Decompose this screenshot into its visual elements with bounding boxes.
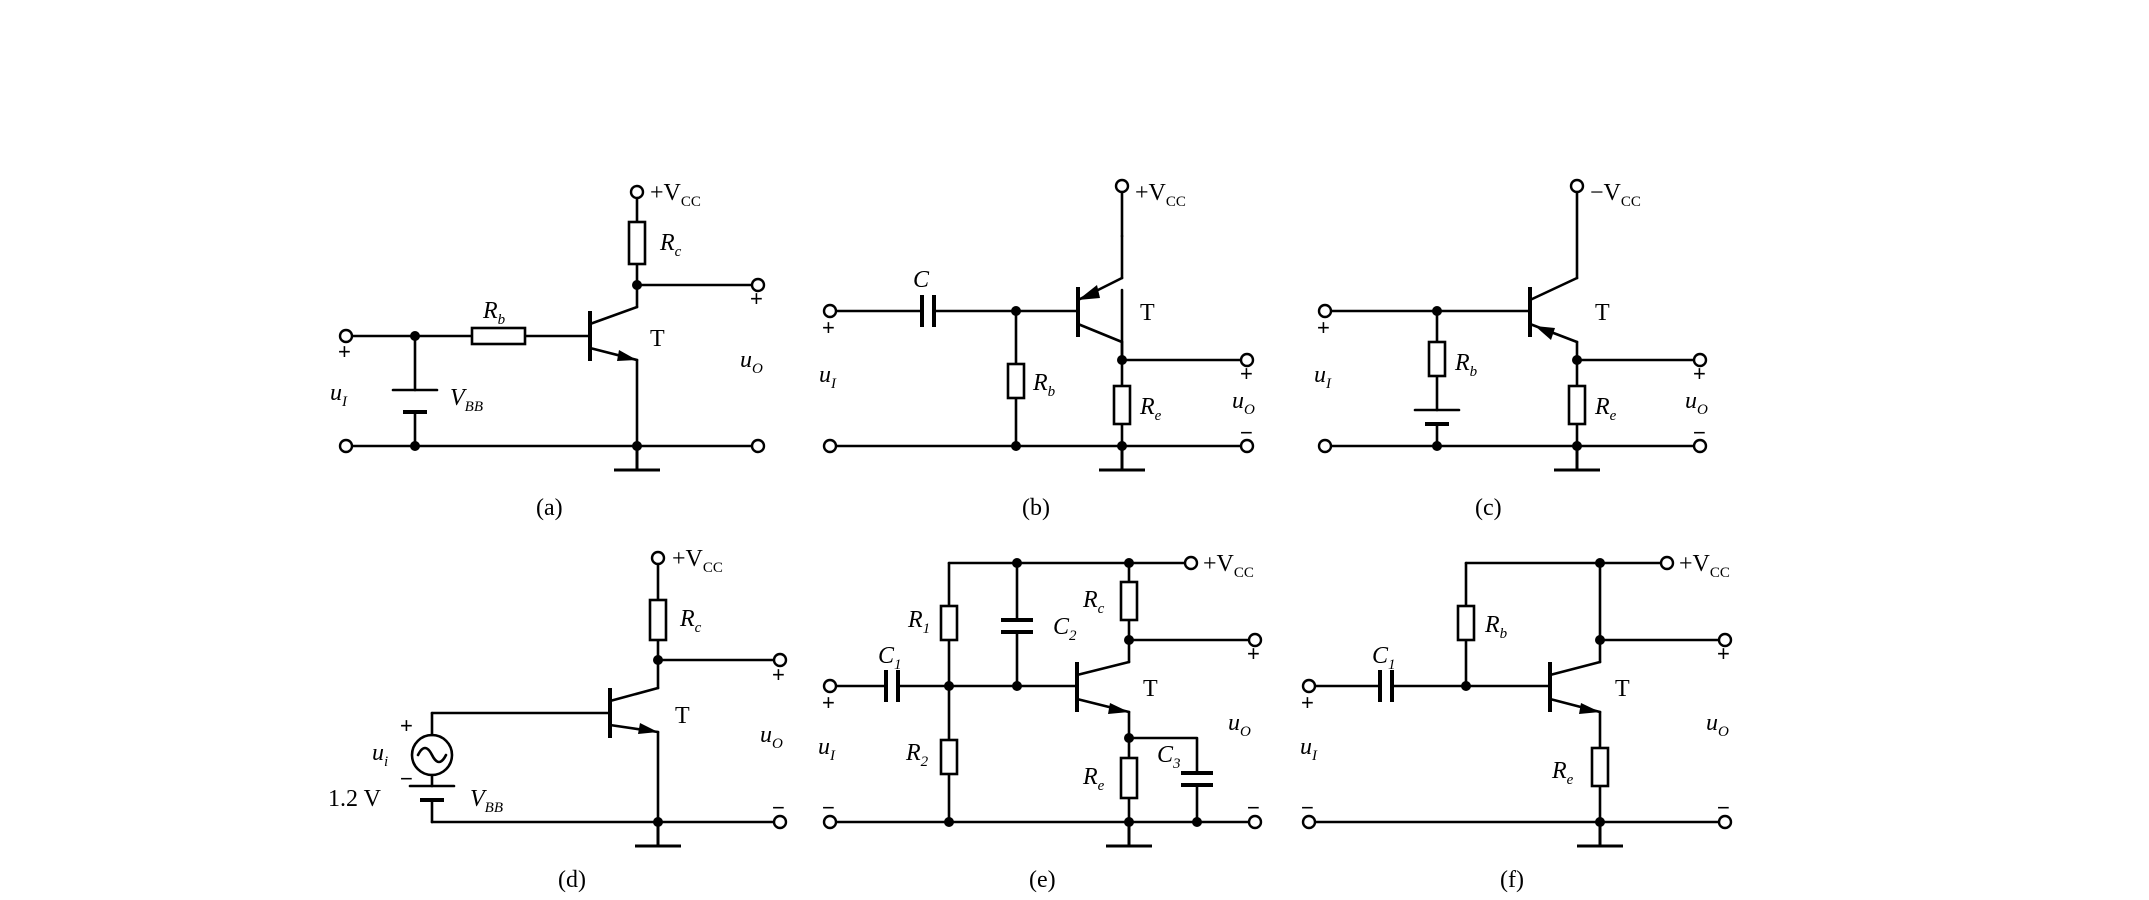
e-plus-in: + [822, 690, 835, 715]
e-uo-label: uO [1228, 710, 1251, 740]
f-transistor-label: T [1615, 676, 1630, 702]
a-ui-label: uI [330, 380, 348, 410]
f-vcc-label: +VCC [1679, 551, 1730, 581]
d-ui-label: ui [372, 740, 388, 770]
circuit-a: +VCC Rc Rb T VBB uI uO + + (a) [330, 180, 766, 521]
b-uo-label: uO [1232, 388, 1255, 418]
b-caption: (b) [1022, 495, 1050, 521]
b-minus-out: − [1240, 420, 1253, 445]
b-c-label: C [913, 267, 930, 293]
e-minus-in: − [822, 795, 835, 820]
b-vcc-label: +VCC [1135, 180, 1186, 210]
f-uo-label: uO [1706, 710, 1729, 740]
circuit-c: −VCC T Rb Re uI uO + + − (c) [1314, 178, 1708, 521]
c-re-label: Re [1594, 394, 1617, 424]
d-rc-label: Rc [679, 606, 702, 636]
a-plus-in: + [338, 339, 351, 364]
f-rb-label: Rb [1484, 612, 1508, 642]
f-plus-out: + [1717, 641, 1730, 666]
b-rb-label: Rb [1032, 370, 1056, 400]
circuit-e: +VCC Rc R1 C2 C1 T R2 C3 Re uI uO + − + … [818, 551, 1263, 893]
e-vcc-label: +VCC [1203, 551, 1254, 581]
a-rc-label: Rc [659, 230, 682, 260]
e-c1-label: C1 [878, 643, 902, 673]
f-c1-label: C1 [1372, 643, 1396, 673]
e-caption: (e) [1029, 867, 1056, 893]
c-caption: (c) [1475, 495, 1502, 521]
b-plus-in: + [822, 315, 835, 340]
a-rb-label: Rb [482, 298, 506, 328]
f-minus-out: − [1717, 795, 1730, 820]
c-plus-out: + [1693, 361, 1706, 386]
b-ui-label: uI [819, 362, 837, 392]
a-caption: (a) [536, 495, 563, 521]
c-plus-in: + [1317, 315, 1330, 340]
b-plus-out: + [1240, 361, 1253, 386]
a-vcc-label: +VCC [650, 180, 701, 210]
c-uo-label: uO [1685, 388, 1708, 418]
e-minus-out: − [1247, 795, 1260, 820]
d-minus-out: − [772, 795, 785, 820]
c-ui-label: uI [1314, 362, 1332, 392]
d-minus-src: − [400, 766, 413, 791]
c-rb-label: Rb [1454, 350, 1478, 380]
e-re-label: Re [1082, 764, 1105, 794]
e-r1-label: R1 [907, 607, 930, 637]
b-re-label: Re [1139, 394, 1162, 424]
d-transistor-label: T [675, 703, 690, 729]
circuit-f: +VCC Rb C1 T Re uI uO + − + − (f) [1300, 551, 1733, 893]
e-c3-label: C3 [1157, 742, 1181, 772]
d-vcc-label: +VCC [672, 546, 723, 576]
d-vbb-value: 1.2 V [328, 786, 382, 812]
c-transistor-label: T [1595, 300, 1610, 326]
c-vcc-label: −VCC [1590, 180, 1641, 210]
d-uo-label: uO [760, 722, 783, 752]
e-ui-label: uI [818, 734, 836, 764]
f-caption: (f) [1500, 867, 1524, 893]
d-vbb-label: VBB [470, 786, 503, 816]
d-plus-out: + [772, 662, 785, 687]
d-plus-src: + [400, 713, 413, 738]
d-caption: (d) [558, 867, 586, 893]
a-plus-out: + [750, 286, 763, 311]
e-r2-label: R2 [905, 740, 929, 770]
e-c2-label: C2 [1053, 614, 1077, 644]
a-vbb-label: VBB [450, 385, 483, 415]
f-minus-in: − [1301, 795, 1314, 820]
a-uo-label: uO [740, 347, 763, 377]
e-rc-label: Rc [1082, 587, 1105, 617]
e-plus-out: + [1247, 641, 1260, 666]
b-transistor-label: T [1140, 300, 1155, 326]
circuit-d: +VCC Rc T ui 1.2 V VBB uO + − + − (d) [328, 546, 788, 893]
f-ui-label: uI [1300, 734, 1318, 764]
f-re-label: Re [1551, 758, 1574, 788]
circuit-b: +VCC C T Rb Re uI uO + + − (b) [819, 178, 1255, 521]
c-minus-out: − [1693, 420, 1706, 445]
e-transistor-label: T [1143, 676, 1158, 702]
a-transistor-label: T [650, 326, 665, 352]
f-plus-in: + [1301, 690, 1314, 715]
